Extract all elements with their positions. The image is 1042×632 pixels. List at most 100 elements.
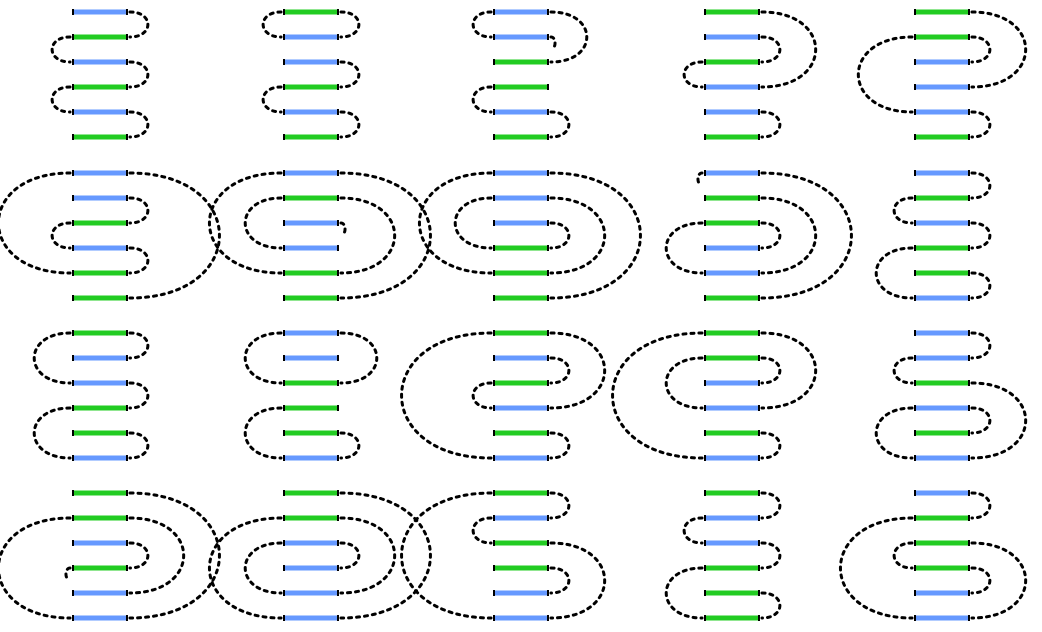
right-arc-2 [549, 196, 606, 275]
panel-15 [874, 330, 1027, 461]
right-arc-1 [339, 171, 432, 300]
panel-9 [664, 170, 853, 301]
right-arc-3 [339, 110, 361, 139]
left-arc-1 [857, 35, 914, 114]
panel-14 [611, 330, 817, 461]
left-arc-2 [243, 406, 283, 460]
right-arc-3 [128, 541, 150, 570]
panel-5 [857, 9, 1027, 140]
right-arc-1 [128, 171, 221, 300]
panel-13 [400, 330, 606, 461]
right-arc-1 [549, 331, 606, 410]
right-arc-3 [760, 591, 782, 620]
right-arc-2 [970, 221, 992, 250]
left-arc-1 [611, 331, 704, 460]
left-arc-1 [32, 331, 72, 385]
right-arc-1 [970, 491, 992, 520]
panel-18 [400, 490, 606, 621]
left-arc-2 [453, 196, 493, 250]
left-arc-2 [471, 516, 493, 545]
right-arc-3 [970, 566, 992, 595]
right-arc-3 [970, 271, 992, 300]
right-arc-3 [760, 110, 782, 139]
right-arc-1 [970, 171, 992, 200]
panel-1 [50, 9, 150, 140]
right-arc-2 [549, 541, 606, 620]
right-arc-1 [970, 331, 992, 360]
right-arc-3 [339, 221, 347, 237]
right-arc-3 [970, 110, 992, 139]
left-arc-2 [243, 196, 283, 250]
right-arc-2 [760, 356, 782, 385]
left-arc-1 [892, 196, 914, 225]
right-arc-3 [339, 541, 361, 570]
left-arc-1 [0, 171, 72, 275]
right-arc-1 [128, 491, 221, 620]
right-arc-2 [339, 196, 396, 275]
panel-11 [32, 330, 150, 461]
left-arc-1 [207, 516, 283, 620]
panel-10 [874, 170, 992, 301]
right-arc-2 [128, 196, 150, 225]
left-arc-1 [838, 516, 914, 620]
right-arc-3 [549, 566, 571, 595]
right-arc-1 [549, 491, 571, 520]
left-arc-2 [874, 246, 914, 300]
right-arc-2 [549, 356, 571, 385]
panel-20 [838, 490, 1027, 621]
right-arc-2 [970, 381, 1027, 460]
panel-3 [471, 9, 589, 140]
panel-16 [0, 490, 221, 621]
left-arc-1 [682, 516, 704, 545]
right-arc-3 [128, 110, 150, 139]
right-arc-1 [760, 171, 853, 300]
right-arc-2 [128, 381, 150, 410]
right-arc-1 [339, 331, 379, 385]
right-arc-1 [128, 331, 150, 360]
left-arc-2 [32, 406, 72, 460]
left-arc-2 [50, 221, 72, 250]
right-arc-3 [970, 406, 992, 435]
panel-4 [682, 9, 817, 140]
right-arc-2 [128, 60, 150, 89]
right-arc-2 [760, 196, 817, 275]
right-arc-3 [128, 431, 150, 460]
left-arc-1 [0, 516, 72, 620]
right-arc-3 [760, 221, 782, 250]
left-arc-2 [50, 85, 72, 114]
left-arc-1 [892, 356, 914, 385]
panel-2 [261, 9, 361, 140]
panel-7 [207, 170, 432, 301]
right-arc-3 [549, 431, 571, 460]
right-arc-2 [760, 35, 782, 64]
left-arc-1 [682, 60, 704, 89]
left-arc-2 [64, 566, 72, 582]
left-arc-1 [417, 171, 493, 275]
left-arc-2 [471, 85, 493, 114]
left-arc-1 [471, 10, 493, 39]
right-arc-2 [339, 60, 361, 89]
left-arc-2 [664, 221, 704, 275]
right-arc-1 [549, 171, 642, 300]
right-arc-2 [339, 431, 361, 460]
panel-19 [664, 490, 782, 621]
right-arc-1 [128, 10, 150, 39]
left-arc-1 [261, 10, 283, 39]
left-arc-1 [207, 171, 283, 275]
left-arc-1 [243, 331, 283, 385]
right-arc-2 [339, 516, 396, 595]
right-arc-1 [549, 10, 589, 64]
left-arc-2 [664, 356, 704, 410]
left-arc-1 [400, 491, 493, 620]
right-arc-1 [760, 10, 817, 89]
left-arc-2 [471, 381, 493, 410]
right-arc-3 [128, 246, 150, 275]
right-arc-2 [970, 35, 992, 64]
right-arc-2 [128, 516, 185, 595]
left-arc-2 [261, 85, 283, 114]
left-arc-2 [243, 541, 283, 595]
panel-12 [243, 330, 379, 461]
left-arc-2 [892, 541, 914, 570]
panel-8 [417, 170, 642, 301]
